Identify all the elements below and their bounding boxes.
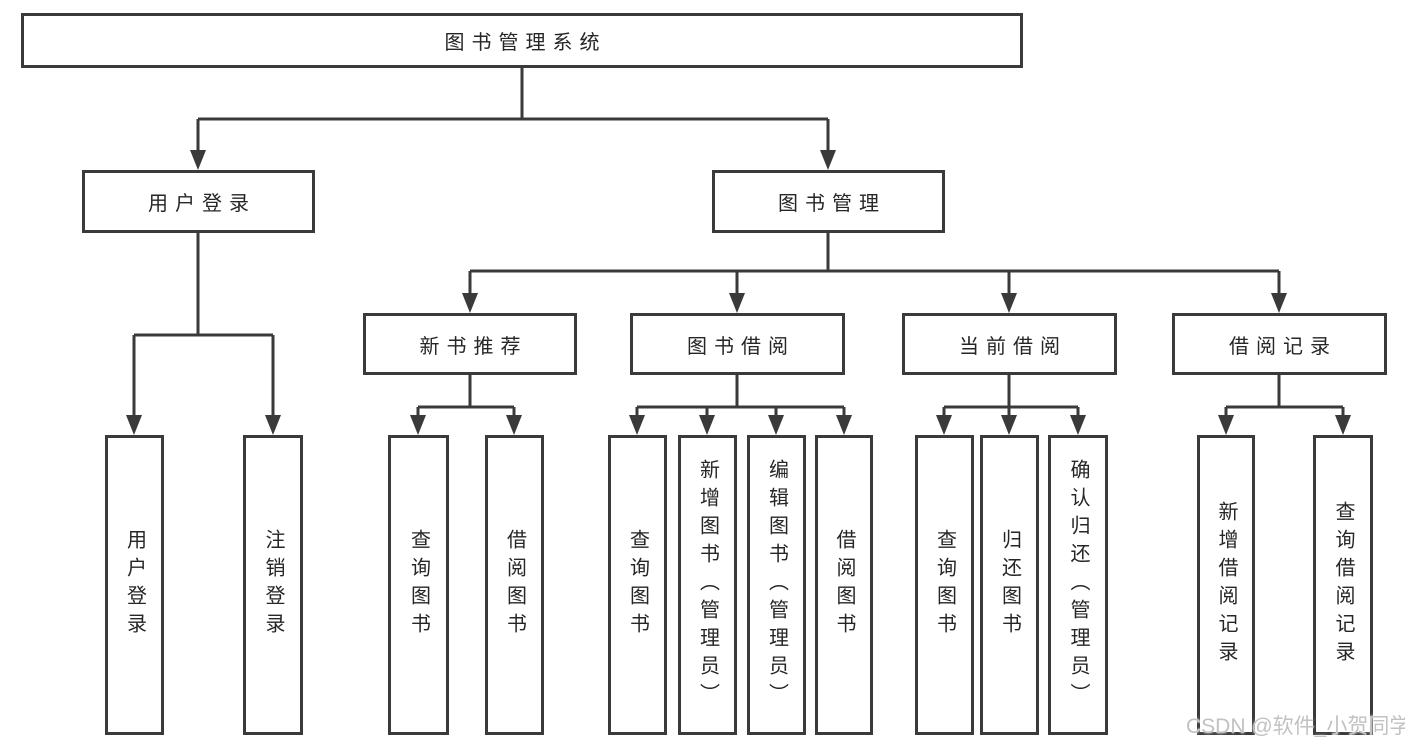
arrowhead	[410, 415, 426, 435]
leaf-user-login: 用户登录	[105, 435, 164, 735]
node-new-book-recommend: 新书推荐	[363, 313, 577, 375]
arrowhead	[699, 415, 715, 435]
connector-root-to-level2	[196, 68, 830, 158]
arrowheads	[126, 150, 1351, 435]
arrowhead	[820, 150, 836, 170]
connector-userlogin-to-leaves	[132, 233, 275, 423]
leaf-edit-book-admin: 编辑图书（管理员）	[747, 435, 806, 735]
leaf-confirm-return-admin: 确认归还（管理员）	[1048, 435, 1108, 735]
leaf-query-book-under-recommend: 查询图书	[388, 435, 449, 735]
leaf-query-book-under-borrow: 查询图书	[608, 435, 667, 735]
arrowhead	[1335, 415, 1351, 435]
leaf-borrow-book-under-recommend: 借阅图书	[485, 435, 544, 735]
leaf-query-book-under-current: 查询图书	[915, 435, 974, 735]
arrowhead	[265, 415, 281, 435]
arrowhead	[126, 415, 142, 435]
leaf-add-borrow-record: 新增借阅记录	[1197, 435, 1255, 735]
arrowhead	[190, 150, 206, 170]
arrowhead	[936, 415, 952, 435]
connector-borrowrecords-to-leaves	[1224, 375, 1345, 423]
arrowhead	[1218, 415, 1234, 435]
arrowhead	[729, 293, 745, 313]
arrowhead	[836, 415, 852, 435]
arrowhead	[768, 415, 784, 435]
node-borrow-records: 借阅记录	[1172, 313, 1387, 375]
leaf-borrow-book-under-borrow: 借阅图书	[815, 435, 873, 735]
leaf-logout: 注销登录	[243, 435, 303, 735]
node-book-borrow: 图书借阅	[630, 313, 845, 375]
arrowhead	[1070, 415, 1086, 435]
csdn-watermark: CSDN @软件_小贺同学	[1186, 715, 1405, 738]
arrowhead	[1001, 293, 1017, 313]
leaf-add-book-admin: 新增图书（管理员）	[678, 435, 737, 735]
node-user-login: 用户登录	[82, 170, 315, 233]
connector-bookborrow-to-leaves	[635, 375, 846, 423]
connector-bookmgmt-to-level3	[468, 233, 1281, 301]
arrowhead	[1001, 415, 1017, 435]
connector-newbookrec-to-leaves	[416, 375, 516, 423]
node-current-borrow: 当前借阅	[902, 313, 1117, 375]
node-root: 图书管理系统	[21, 13, 1023, 68]
leaf-return-book: 归还图书	[980, 435, 1039, 735]
arrowhead	[1271, 293, 1287, 313]
arrowhead	[629, 415, 645, 435]
node-book-management: 图书管理	[712, 170, 945, 233]
leaf-query-borrow-record: 查询借阅记录	[1313, 435, 1373, 735]
arrowhead	[506, 415, 522, 435]
arrowhead	[462, 293, 478, 313]
